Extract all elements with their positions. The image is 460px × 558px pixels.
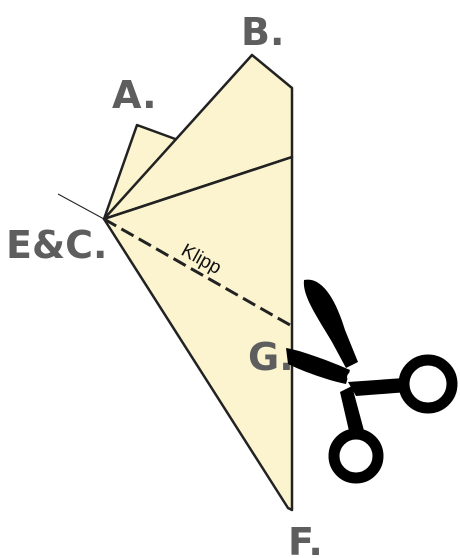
label-g: G. — [248, 335, 294, 379]
fold-line — [103, 155, 293, 221]
label-b: B. — [241, 10, 284, 54]
label-a: A. — [112, 73, 157, 117]
cut-guide-extension — [57, 193, 105, 220]
label-f: F. — [288, 520, 323, 558]
scissors-icon — [286, 279, 458, 484]
label-ec: E&C. — [6, 223, 107, 267]
cut-line — [103, 217, 291, 327]
